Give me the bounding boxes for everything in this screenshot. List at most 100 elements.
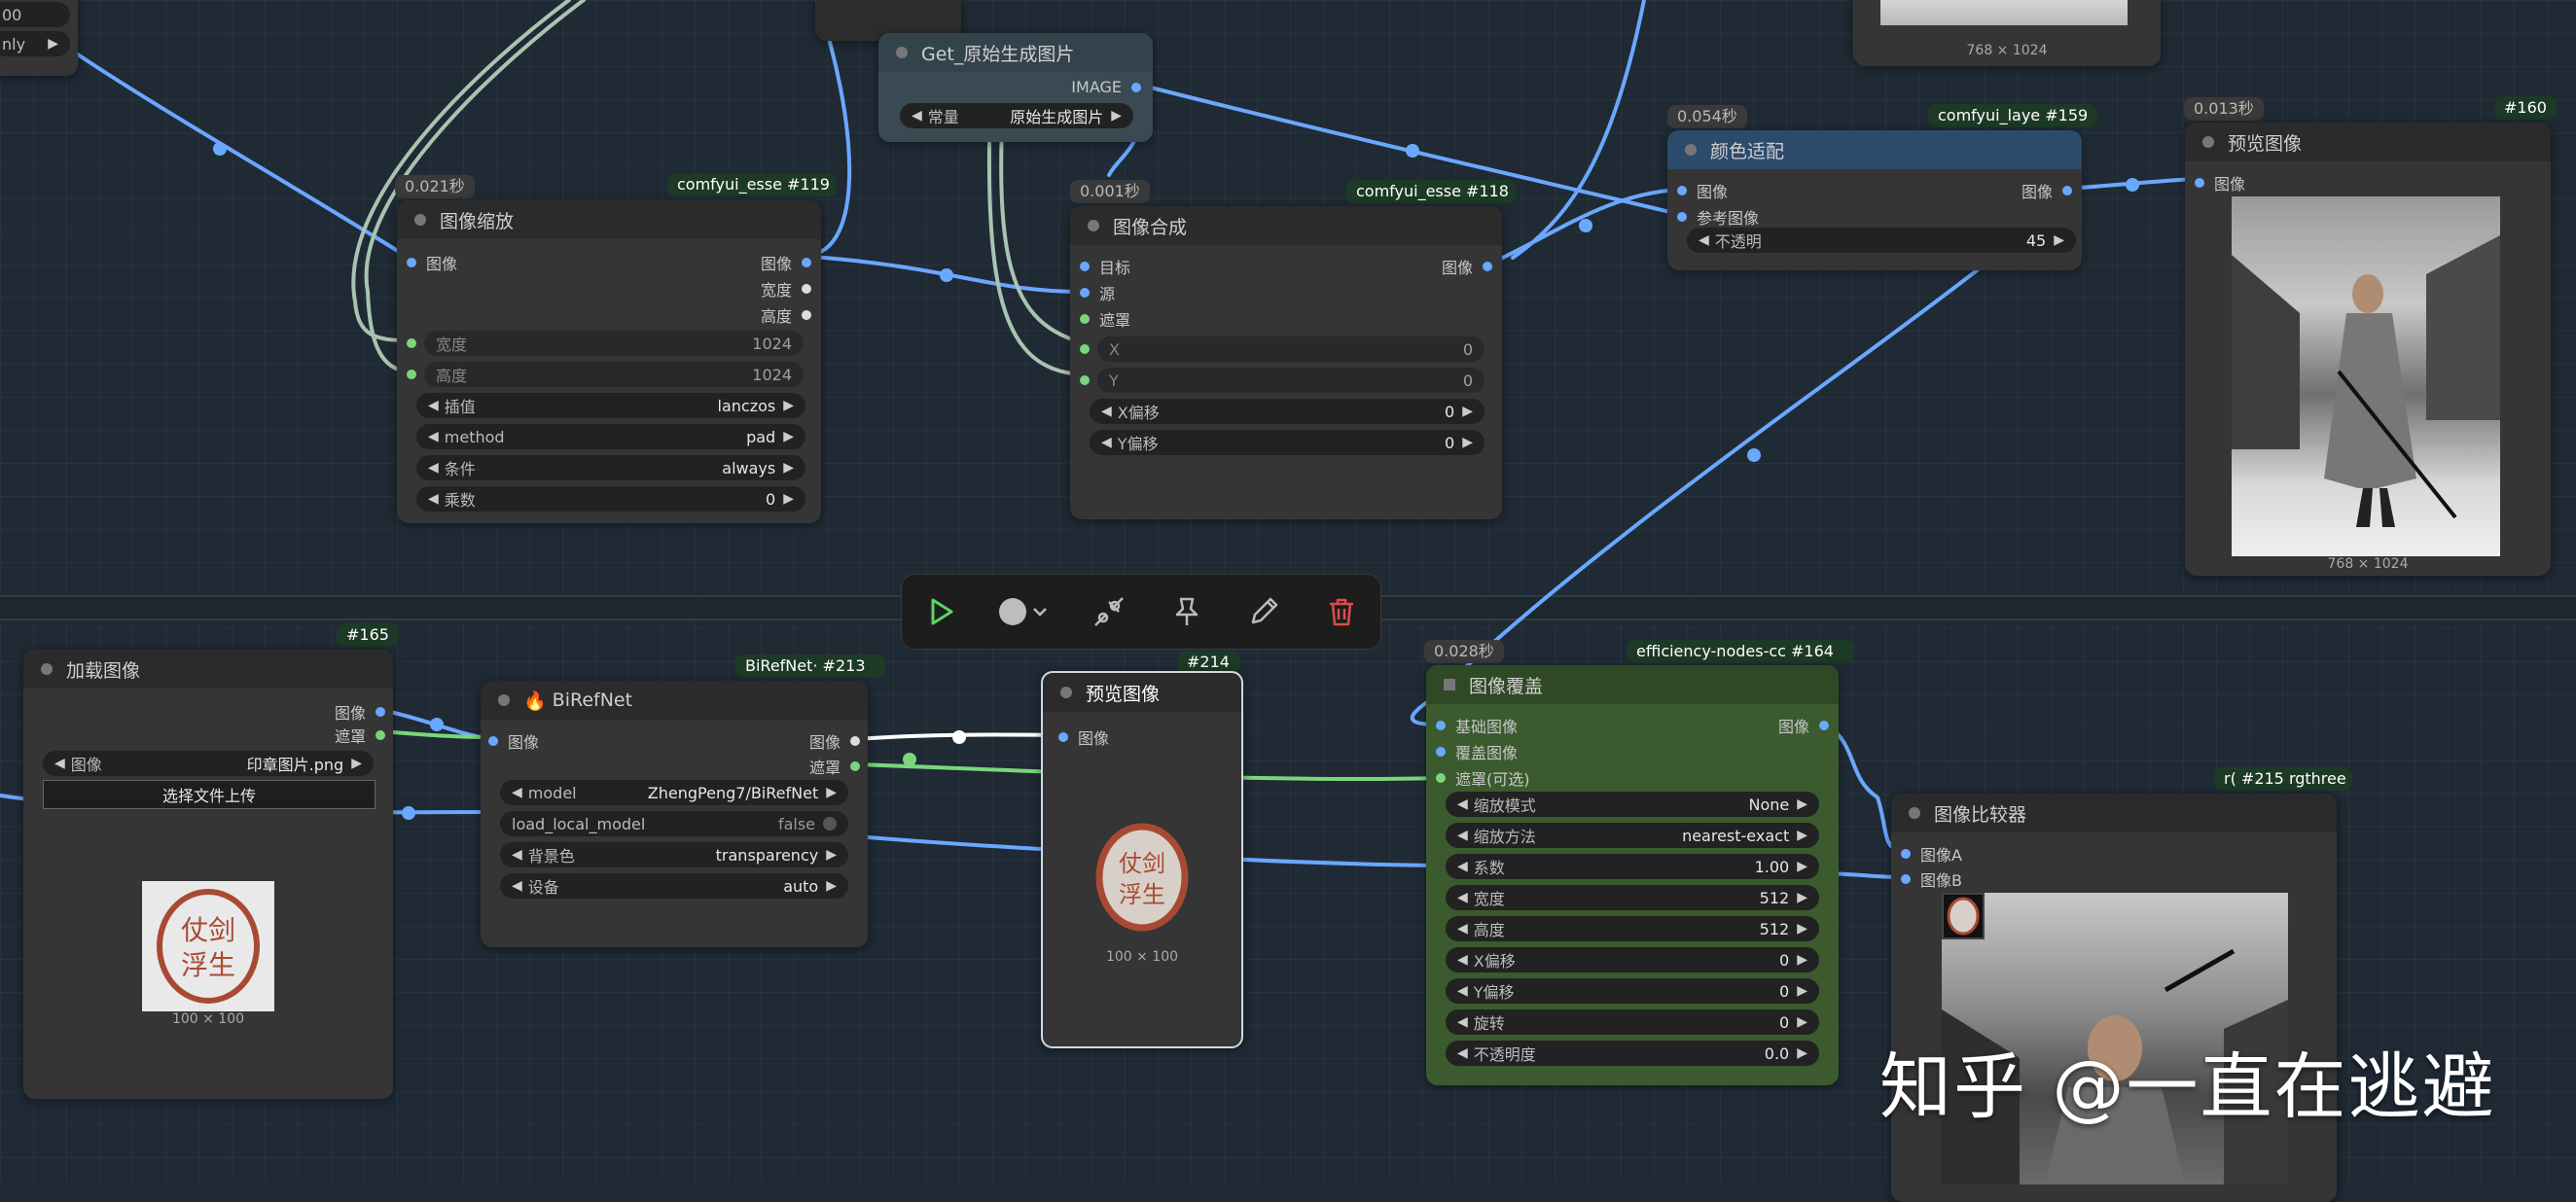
bypass-button[interactable] — [1085, 587, 1133, 636]
left-arrow-icon[interactable]: ◀ — [428, 460, 439, 476]
node-header[interactable]: 图像覆盖 — [1426, 665, 1839, 704]
left-arrow-icon[interactable]: ◀ — [428, 491, 439, 507]
left-arrow-icon[interactable]: ◀ — [912, 108, 922, 124]
input-slot-target[interactable]: 目标 — [1080, 255, 1130, 278]
delete-button[interactable] — [1317, 587, 1366, 636]
left-arrow-icon[interactable]: ◀ — [428, 398, 439, 413]
comparison-image[interactable] — [1942, 893, 2288, 1184]
slot-dot-icon[interactable] — [1677, 186, 1687, 195]
get-node-header[interactable]: Get_原始生成图片 — [878, 33, 1153, 72]
upload-button[interactable]: 选择文件上传 — [43, 780, 376, 809]
node-header[interactable]: 预览图像 — [2185, 123, 2551, 161]
output-slot-image[interactable]: 图像 — [761, 251, 811, 274]
output-slot-image[interactable]: 图像 — [335, 700, 385, 724]
width-input-dot[interactable] — [407, 338, 416, 348]
pin-button[interactable] — [1163, 587, 1211, 636]
slot-dot-icon[interactable] — [802, 310, 811, 320]
output-slot-image[interactable]: 图像 — [1442, 255, 1492, 278]
left-arrow-icon[interactable]: ◀ — [1457, 859, 1468, 874]
slot-dot-icon[interactable] — [2062, 186, 2072, 195]
run-button[interactable] — [916, 587, 965, 636]
slot-dot-icon[interactable] — [802, 284, 811, 294]
input-slot-image-a[interactable]: 图像A — [1901, 842, 1962, 866]
color-picker-button[interactable] — [993, 587, 1055, 636]
slot-dot-icon[interactable] — [1080, 288, 1090, 298]
slot-dot-icon[interactable] — [376, 707, 385, 717]
right-arrow-icon[interactable]: ▶ — [783, 460, 794, 476]
x-input-dot[interactable] — [1080, 344, 1090, 354]
right-arrow-icon[interactable]: ▶ — [826, 847, 837, 863]
node-header[interactable]: 图像缩放 — [397, 200, 821, 239]
top-right-preview-node[interactable]: 768 × 1024 — [1853, 0, 2161, 66]
input-slot-image-b[interactable]: 图像B — [1901, 867, 1962, 891]
right-arrow-icon[interactable]: ▶ — [783, 429, 794, 444]
slot-dot-icon[interactable] — [1436, 773, 1446, 783]
collapse-dot-icon[interactable] — [1060, 687, 1072, 698]
input-slot-base[interactable]: 基础图像 — [1436, 714, 1518, 737]
right-arrow-icon[interactable]: ▶ — [2054, 232, 2064, 248]
slot-dot-icon[interactable] — [407, 258, 416, 267]
right-arrow-icon[interactable]: ▶ — [1797, 859, 1807, 874]
output-slot-mask[interactable]: 遮罩 — [809, 755, 860, 778]
image-file-widget[interactable]: ◀图像印章图片.png▶ — [43, 751, 374, 776]
right-arrow-icon[interactable]: ▶ — [1797, 1014, 1807, 1030]
input-slot-image[interactable]: 图像 — [2195, 171, 2245, 194]
preview-image-node-214[interactable]: 预览图像 图像 仗剑 浮生 100 × 100 — [1041, 671, 1243, 1048]
left-arrow-icon[interactable]: ◀ — [1457, 952, 1468, 968]
left-arrow-icon[interactable]: ◀ — [512, 878, 522, 894]
left-arrow-icon[interactable]: ◀ — [54, 756, 65, 771]
edit-button[interactable] — [1239, 587, 1288, 636]
slot-dot-icon[interactable] — [1131, 82, 1141, 92]
right-arrow-icon[interactable]: ▶ — [1797, 952, 1807, 968]
slot-dot-icon[interactable] — [2195, 178, 2204, 188]
slot-dot-icon[interactable] — [1436, 747, 1446, 757]
input-slot-image[interactable]: 图像 — [1677, 179, 1728, 202]
right-arrow-icon[interactable]: ▶ — [1797, 1045, 1807, 1061]
height-input-dot[interactable] — [407, 370, 416, 379]
input-slot-overlay[interactable]: 覆盖图像 — [1436, 740, 1518, 763]
node-header[interactable]: 🔥BiRefNet — [481, 681, 868, 720]
left-arrow-icon[interactable]: ◀ — [1457, 890, 1468, 905]
output-slot-width[interactable]: 宽度 — [761, 277, 811, 300]
right-arrow-icon[interactable]: ▶ — [826, 878, 837, 894]
slot-dot-icon[interactable] — [1436, 721, 1446, 730]
slot-dot-icon[interactable] — [1080, 314, 1090, 324]
slot-dot-icon[interactable] — [850, 761, 860, 771]
get-node[interactable]: Get_原始生成图片 IMAGE ◀常量 原始生成图片▶ — [878, 33, 1153, 142]
left-arrow-icon[interactable]: ◀ — [1457, 921, 1468, 937]
preview-image-node-160[interactable]: 预览图像 图像 768 × 1024 — [2185, 123, 2551, 576]
left-arrow-icon[interactable]: ◀ — [1699, 232, 1709, 248]
collapse-dot-icon[interactable] — [414, 214, 426, 226]
slot-dot-icon[interactable] — [1058, 732, 1068, 742]
left-arrow-icon[interactable]: ◀ — [1101, 404, 1112, 419]
partial-value-widget[interactable]: 00 — [0, 2, 70, 27]
collapse-dot-icon[interactable] — [41, 663, 53, 675]
left-arrow-icon[interactable]: ◀ — [1457, 796, 1468, 812]
right-arrow-icon[interactable]: ▶ — [783, 491, 794, 507]
partial-mode-widget[interactable]: nly▶ — [0, 31, 70, 56]
right-arrow-icon[interactable]: ▶ — [1797, 983, 1807, 999]
slot-dot-icon[interactable] — [1901, 849, 1911, 859]
left-arrow-icon[interactable]: ◀ — [1101, 435, 1112, 450]
y-input-dot[interactable] — [1080, 375, 1090, 385]
output-slot-mask[interactable]: 遮罩 — [335, 724, 385, 747]
right-arrow-icon[interactable]: ▶ — [1797, 796, 1807, 812]
slot-dot-icon[interactable] — [1819, 721, 1829, 730]
